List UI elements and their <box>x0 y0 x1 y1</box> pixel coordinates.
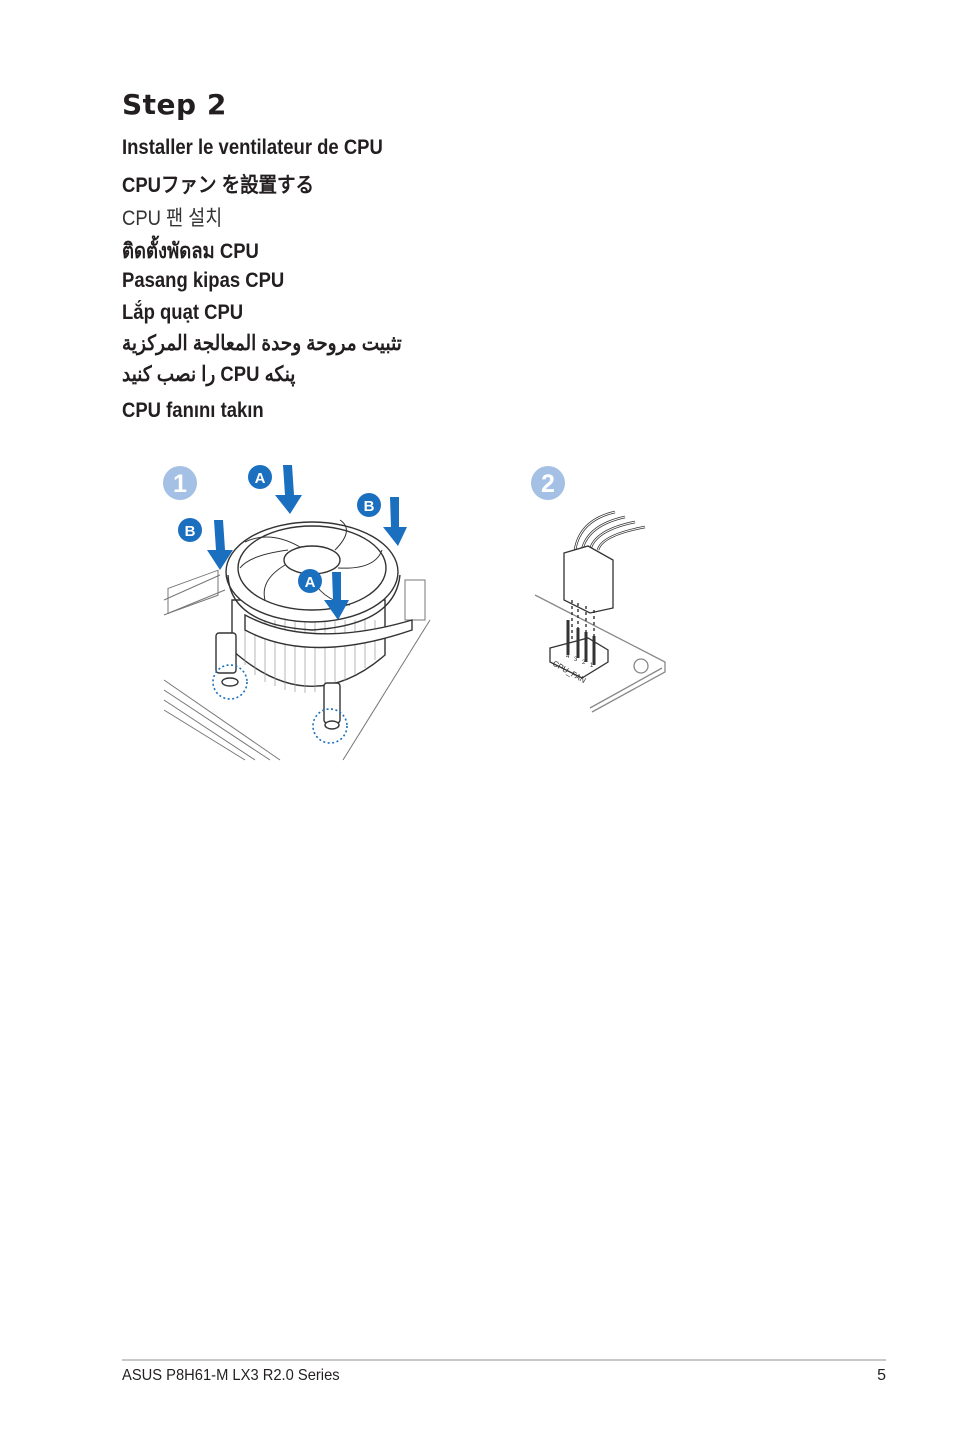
arrow-down-icon <box>324 572 349 620</box>
step-1-badge <box>163 466 197 500</box>
footer-divider <box>122 1359 886 1361</box>
title-arabic: تثبيت مروحة وحدة المعالجة المركزية <box>122 332 402 355</box>
footer-product-name: ASUS P8H61-M LX3 R2.0 Series <box>122 1367 340 1384</box>
label-b-badge <box>178 518 202 542</box>
title-indonesian: Pasang kipas CPU <box>122 269 285 292</box>
title-french: Installer le ventilateur de CPU <box>122 136 383 159</box>
page-title: Step 2 <box>122 88 227 121</box>
label-b: B <box>185 523 196 540</box>
pin-label: 2 <box>582 660 586 666</box>
label-a-badge <box>298 569 322 593</box>
pin-label: 4 <box>566 654 570 660</box>
step-2-badge <box>531 466 565 500</box>
label-a-badge <box>248 465 272 489</box>
arrow-down-icon <box>383 497 407 546</box>
pin-hole-highlight <box>312 708 348 744</box>
label-b: B <box>364 498 375 515</box>
title-turkish: CPU fanını takın <box>122 399 264 422</box>
title-thai: ติดตั้งพัดลม CPU <box>122 240 259 263</box>
cpu-fan-connector-drawing <box>534 510 666 713</box>
label-a: A <box>255 470 266 487</box>
pin-label: 1 <box>590 663 594 669</box>
arrow-down-icon <box>207 520 233 570</box>
title-vietnamese: Lắp quạt CPU <box>122 301 244 324</box>
step-2-label: 2 <box>541 470 555 498</box>
title-japanese: CPUファン を設置する <box>122 174 314 197</box>
pin-label: 3 <box>574 657 578 663</box>
arrow-down-icon <box>275 465 302 514</box>
title-persian: پنكه CPU را نصب كنيد <box>122 363 296 386</box>
label-a: A <box>305 574 316 591</box>
step-1-label: 1 <box>173 470 187 498</box>
title-korean: CPU 팬 설치 <box>122 207 223 230</box>
label-b-badge <box>357 493 381 517</box>
pin-hole-highlight <box>212 664 248 700</box>
cpu-cooler-drawing <box>215 519 413 730</box>
page-number: 5 <box>877 1367 886 1384</box>
motherboard-outline <box>163 569 431 761</box>
installation-illustration: 1 A B B A 2 CPU_FAN 4 3 2 1 <box>163 465 666 761</box>
